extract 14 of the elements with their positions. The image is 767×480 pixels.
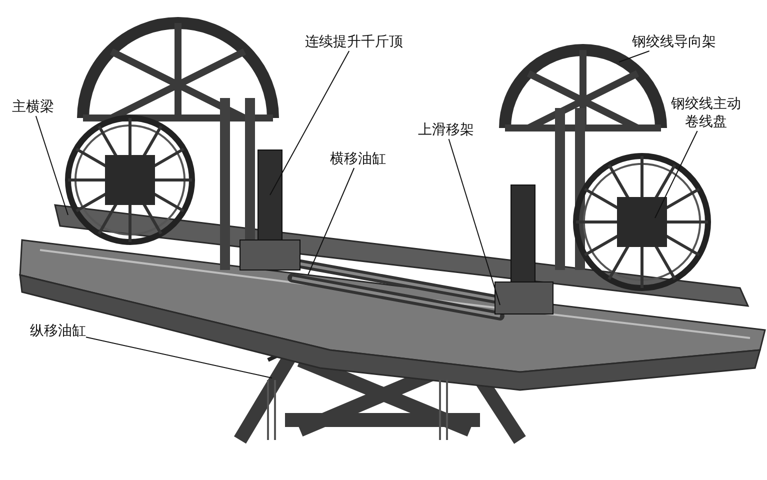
part-label: 连续提升千斤顶 [305, 33, 403, 51]
part-label: 上滑移架 [418, 121, 474, 139]
part-label: 横移油缸 [330, 150, 386, 168]
part-label: 钢绞线主动卷线盘 [668, 95, 744, 131]
part-label: 纵移油缸 [30, 322, 86, 340]
leader-line [35, 116, 68, 216]
leader-line [86, 336, 272, 378]
leader-line [270, 50, 350, 196]
leader-line [308, 168, 355, 276]
part-label: 主横梁 [12, 98, 54, 116]
leader-line [618, 50, 650, 62]
leader-line [654, 130, 698, 218]
part-label: 钢绞线导向架 [632, 33, 716, 51]
leader-line [448, 138, 500, 306]
